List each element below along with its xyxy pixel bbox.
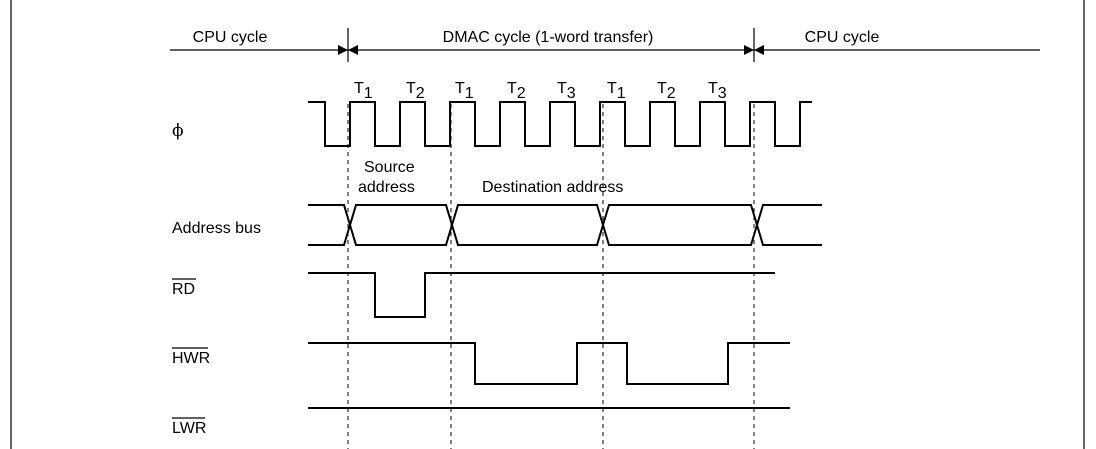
cpu-cycle-left-label: CPU cycle xyxy=(193,29,268,46)
clock-state-labels: T1 T2 T1 T2 T3 T1 T2 T3 xyxy=(354,80,727,102)
hwr-label-text: HWR xyxy=(172,350,210,367)
address-bus-upper-trace xyxy=(308,204,822,246)
state-label-7: T2 xyxy=(657,80,676,102)
rd-signal-label: RD xyxy=(172,278,196,298)
lwr-signal-label: LWR xyxy=(172,417,206,437)
state-label-5: T3 xyxy=(557,80,576,102)
phi-clock-waveform xyxy=(308,101,812,147)
cpu-cycle-right-label: CPU cycle xyxy=(805,29,880,46)
hwr-signal-label: HWR xyxy=(172,347,210,367)
state-label-6: T1 xyxy=(607,80,626,102)
destination-address-label: Destination address xyxy=(482,179,623,196)
arrow-dmac-right xyxy=(744,45,754,55)
hwr-waveform xyxy=(308,342,790,385)
lwr-label-text: LWR xyxy=(172,420,206,437)
state-label-2: T2 xyxy=(406,80,425,102)
cycle-header: CPU cycle DMAC cycle (1-word transfer) C… xyxy=(170,28,1040,62)
arrow-cpu-left xyxy=(338,45,348,55)
rd-label-text: RD xyxy=(172,281,195,298)
dmac-cycle-label: DMAC cycle (1-word transfer) xyxy=(443,29,654,46)
arrow-cpu-right xyxy=(754,45,764,55)
address-bus-label: Address bus xyxy=(172,220,261,237)
state-label-3: T1 xyxy=(455,80,474,102)
source-address-label-line1: Source xyxy=(364,159,415,176)
state-label-1: T1 xyxy=(354,80,373,102)
state-label-4: T2 xyxy=(507,80,526,102)
address-bus-lower-trace xyxy=(308,204,822,246)
source-address-label-line2: address xyxy=(358,179,415,196)
arrow-dmac-left xyxy=(348,45,358,55)
phi-signal-label: ϕ xyxy=(172,121,184,141)
rd-waveform xyxy=(308,272,775,318)
timing-reference-lines xyxy=(347,104,755,449)
state-label-8: T3 xyxy=(708,80,727,102)
